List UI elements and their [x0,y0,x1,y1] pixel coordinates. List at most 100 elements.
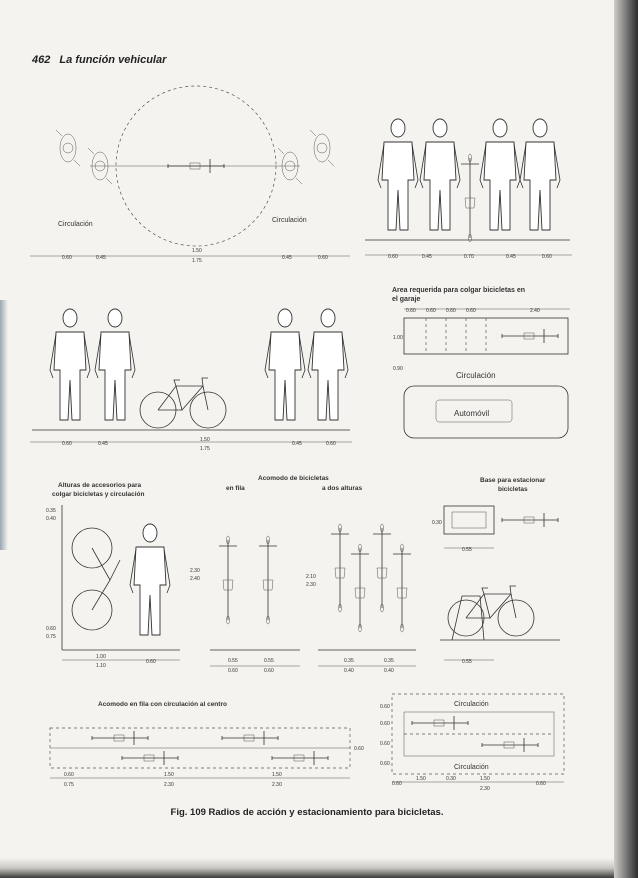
dimension-label: 0.30 [432,520,442,526]
circulation-label: Circulación [272,217,307,224]
person-top-view [309,129,335,167]
person-front-view [307,308,349,421]
dimension-label: 2.30 [306,582,316,588]
bike-top-view [501,512,559,528]
bike-front-view [350,543,370,633]
dimension-label: 0.60 [264,668,274,674]
dimension-label: 0.75 [64,782,74,788]
person-top-view [55,129,81,167]
dimension-label: 1.50 [164,772,174,778]
turning-radius-diagram: Circulación Circulación 0.60 0.45 1.50 1… [30,85,350,264]
dimension-label: 0.60 [228,668,238,674]
dimension-label: 0.60 [380,741,390,747]
person-front-view [519,118,561,231]
dimension-label: 0.60 [326,441,336,447]
person-front-view [377,118,419,231]
dimension-label: 0.60 [380,704,390,710]
dimension-label: 1.00 [393,335,403,341]
section-title: Alturas de accesorios para [58,482,141,489]
dimension-label: 0.35 [384,658,394,664]
dimension-label: 0.60 [388,254,398,260]
dimension-label: 1.50 [192,248,202,254]
dimension-label: 0.60 [380,761,390,767]
dimension-label: 1.50 [416,776,426,782]
dimension-label: 0.35 [46,508,56,514]
person-front-view [264,308,306,421]
car-label: Automóvil [454,409,489,418]
dimension-label: 0.35 [344,658,354,664]
dimension-label: 0.55 [228,658,238,664]
dimension-label: 2.30 [164,782,174,788]
dimension-label: 0.45 [282,255,292,261]
dimension-label: 0.60 [146,659,156,665]
person-front-view [419,118,461,231]
garage-diagram: Area requerida para colgar bicicletas en… [392,287,570,439]
circulation-label: Circulación [58,221,93,228]
section-title: en fila [226,485,245,492]
car-outline [403,385,569,439]
dimension-label: 2.40 [190,576,200,582]
dimension-label: 0.45 [96,255,106,261]
person-front-view [94,308,136,421]
row-central-circulation-diagram: Acomodo en fila con circulación al centr… [49,701,364,788]
dimension-label: 0.75 [46,634,56,640]
dimension-label: 0.60 [542,254,552,260]
section-title: Base para estacionar [480,477,546,484]
bike-top-view [411,715,469,731]
circulation-label: Circulación [456,371,496,380]
people-with-bike-front: 0.60 0.45 0.70 0.45 0.60 [365,118,572,260]
dimension-label: 0.60 [536,781,546,787]
parking-base-diagram: Base para estacionar bicicletas 0.30 0.5… [432,477,560,665]
scan-edge-right [614,0,638,878]
bike-top-view [271,750,329,766]
dimension-label: 2.10 [306,574,316,580]
garage-title: Area requerida para colgar bicicletas en [392,287,525,294]
dimension-label: 0.60 [406,308,416,314]
bike-front-view [218,535,238,625]
dimension-label: 0.40 [384,668,394,674]
section-title: colgar bicicletas y circulación [52,491,145,498]
dimension-label: 1.50 [272,772,282,778]
person-front-view [129,523,171,636]
people-with-bike-side: 0.60 0.45 1.50 1.75 0.45 0.60 [30,308,352,452]
page-header: 462 La función vehicular [32,54,166,66]
figure-caption: Fig. 109 Radios de acción y estacionamie… [170,807,444,818]
bike-top-view [501,328,559,344]
bike-top-view [167,158,225,174]
person-front-view [49,308,91,421]
bike-front-view [330,523,350,613]
dimension-label: 0.30 [446,776,456,782]
dimension-label: 0.55 [462,547,472,553]
dimension-label: 0.60 [62,441,72,447]
dimension-label: 2.30 [190,568,200,574]
bike-front-view [460,153,480,243]
scan-edge-bottom [0,858,614,878]
dimension-label: 0.60 [380,721,390,727]
bike-top-view [221,730,279,746]
section-title: bicicletas [498,486,528,493]
dimension-label: 1.50 [480,776,490,782]
dimension-label: 0.45 [98,441,108,447]
bike-side-view [139,377,227,429]
dimension-label: 2.40 [530,308,540,314]
dimension-label: 1.00 [96,654,106,660]
dimension-label: 0.45 [292,441,302,447]
hanging-heights-diagram: Alturas de accesorios para colgar bicicl… [46,482,180,669]
double-row-circulation-diagram: Circulación Circulación 0.60 0.60 0.60 0… [380,693,565,792]
figure-drawings: Circulación Circulación 0.60 0.45 1.50 1… [30,85,572,792]
scan-edge-left [0,300,8,550]
person-front-view [479,118,521,231]
dimension-label: 0.40 [344,668,354,674]
bike-side-view [447,585,535,637]
bike-rows-diagram: Acomodo de bicicletas en fila a dos altu… [190,475,416,674]
bike-top-view [121,750,179,766]
dimension-label: 0.55 [264,658,274,664]
dimension-label: 0.55 [462,659,472,665]
dimension-label: 2.30 [480,786,490,792]
section-title: a dos alturas [322,485,362,492]
circulation-label: Circulación [454,764,489,771]
dimension-label: 0.60 [64,772,74,778]
bike-front-view [372,523,392,613]
dimension-label: 0.60 [466,308,476,314]
dimension-label: 0.60 [62,255,72,261]
